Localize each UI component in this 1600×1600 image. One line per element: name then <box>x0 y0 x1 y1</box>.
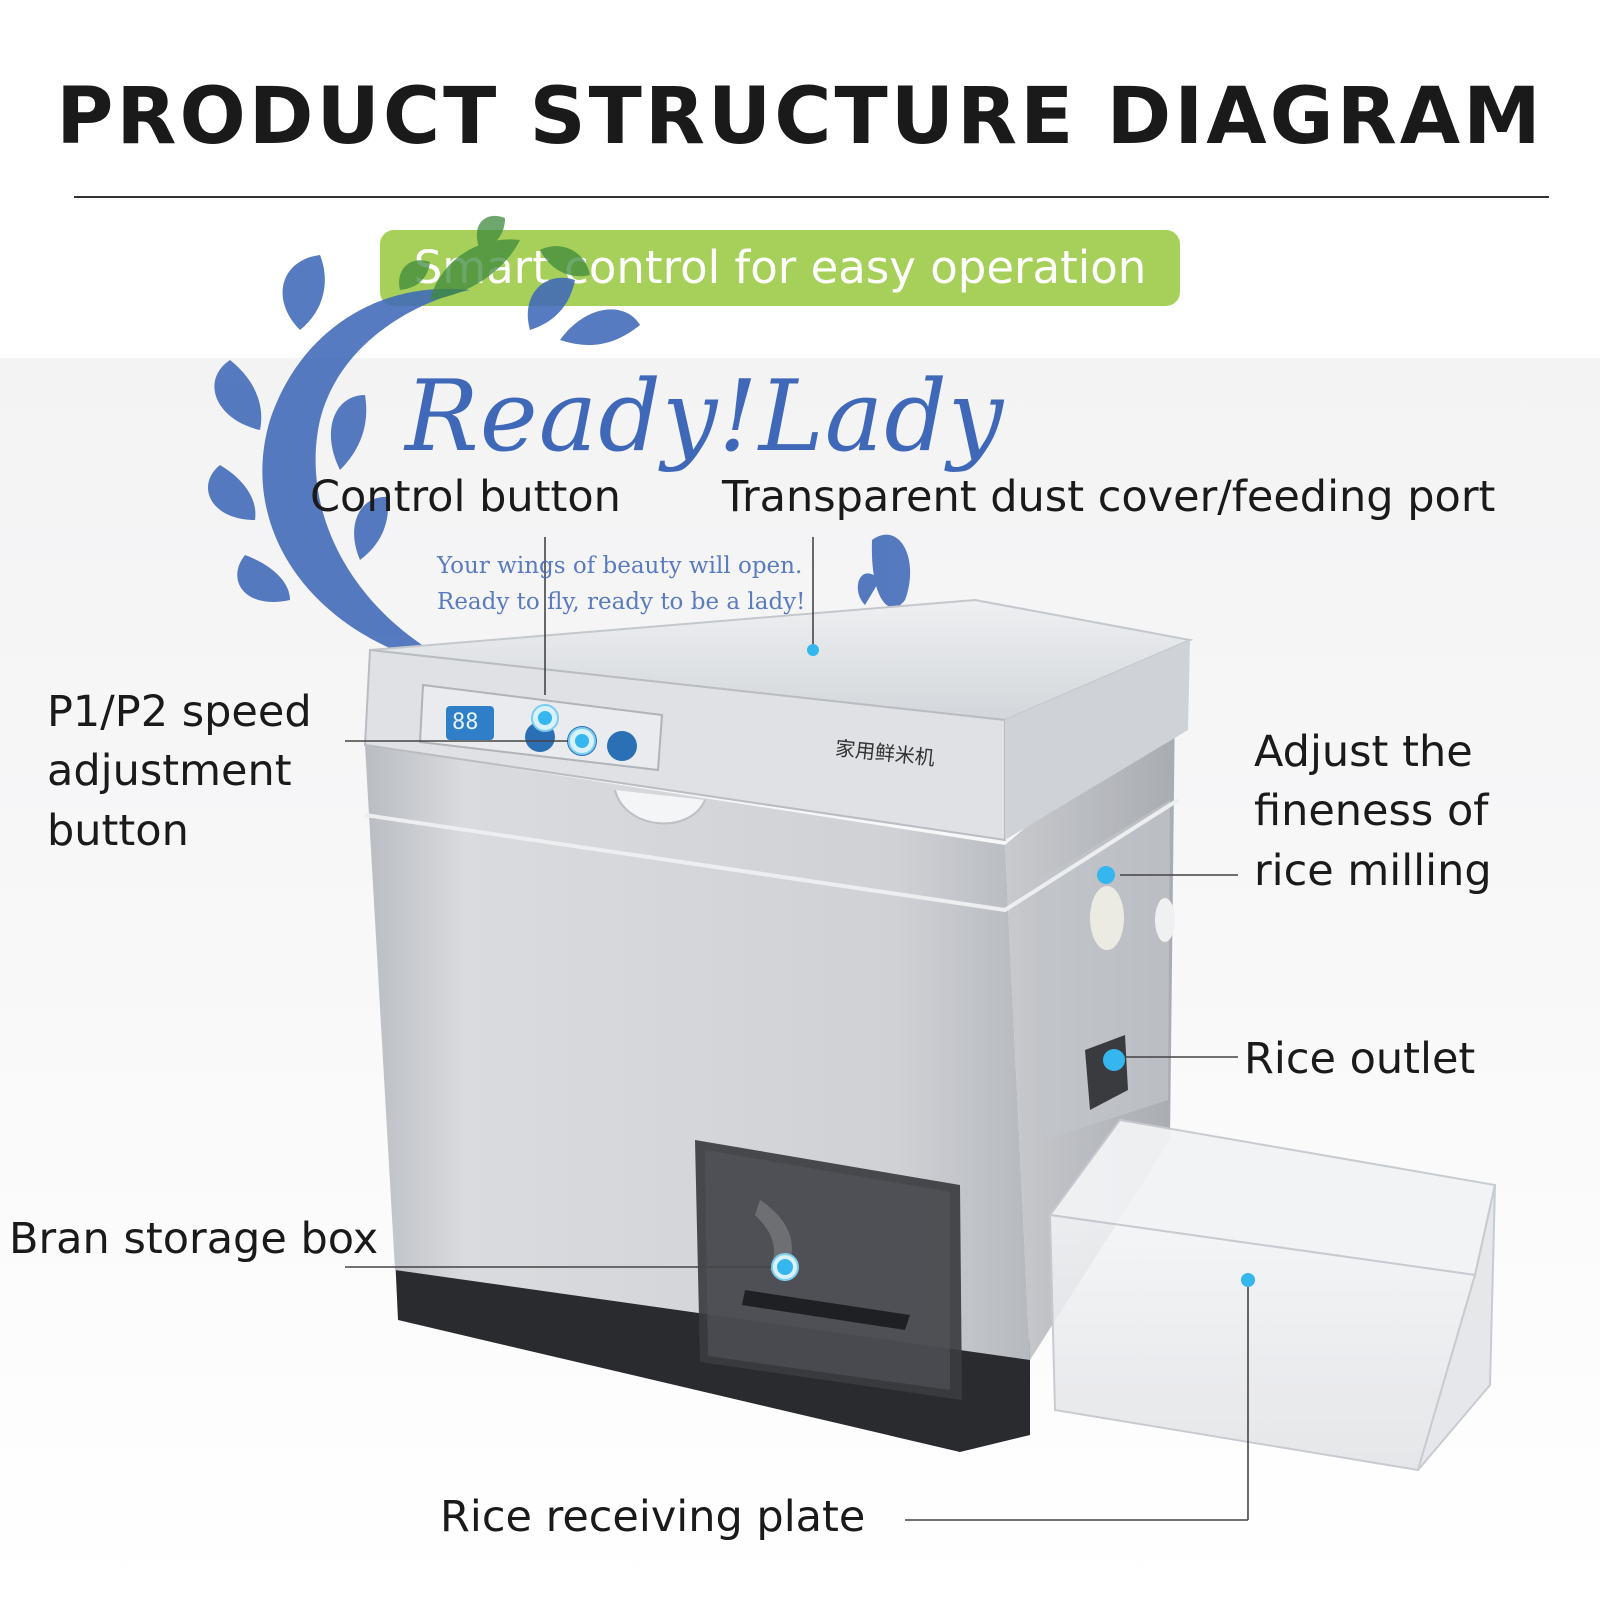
label-control-button: Control button <box>310 472 621 522</box>
leader-lines <box>345 537 1249 1521</box>
title-divider <box>74 196 1549 198</box>
label-bran-box: Bran storage box <box>9 1214 379 1264</box>
leaf-flourish <box>399 215 590 300</box>
watermark-tagline-1: Your wings of beauty will open. <box>437 553 803 579</box>
digital-display <box>446 706 494 740</box>
watermark-flourish <box>207 255 911 660</box>
label-speed-button: P1/P2 speed adjustment button <box>47 687 312 856</box>
label-fineness: Adjust the fineness of rice milling <box>1254 727 1492 896</box>
label-dust-cover: Transparent dust cover/feeding port <box>722 472 1496 522</box>
page-title: PRODUCT STRUCTURE DIAGRAM <box>56 72 1544 162</box>
callout-markers <box>531 644 1255 1287</box>
watermark-tagline-2: Ready to fly, ready to be a lady! <box>437 589 806 615</box>
device-display-digits: 88 <box>452 710 479 735</box>
label-rice-outlet: Rice outlet <box>1244 1034 1476 1084</box>
receiving-tray <box>1048 1118 1497 1472</box>
watermark-brand: Ready!Lady <box>405 360 1005 474</box>
label-receiving-plate: Rice receiving plate <box>440 1492 866 1542</box>
